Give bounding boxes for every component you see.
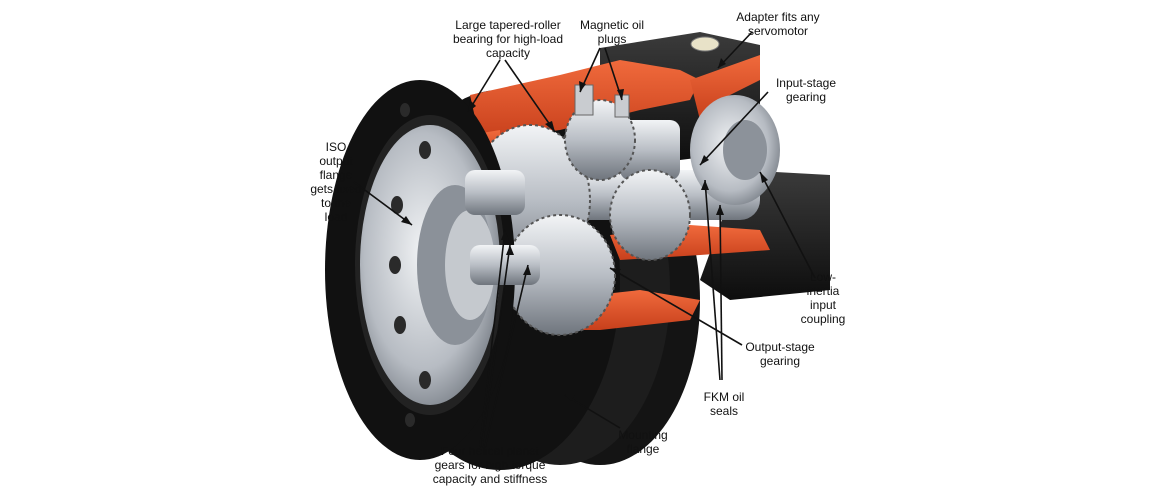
label-iso-flange: ISO output flange gets fixed to the load — [310, 140, 362, 224]
label-bearing: Large tapered-roller bearing for high-lo… — [452, 18, 564, 60]
leader-planet-1 — [484, 264, 529, 448]
leader-mounting — [564, 394, 621, 429]
leader-fkm-2 — [719, 204, 723, 381]
label-planet-gears: Four helical planet gears for high torqu… — [432, 444, 548, 486]
label-mounting-flange: Mounting flange — [618, 428, 668, 456]
leader-planet-2 — [481, 244, 511, 448]
leader-fkm-1 — [704, 179, 721, 381]
leader-iso-flange — [353, 181, 413, 226]
label-input-stage: Input-stage gearing — [775, 76, 837, 104]
leader-arrowheads — [401, 58, 768, 401]
label-output-stage: Output-stage gearing — [745, 340, 815, 368]
leader-bearing-1 — [467, 59, 501, 113]
output-flange — [325, 80, 540, 460]
leader-low-inertia — [759, 171, 816, 279]
label-low-inertia: Low- inertia input coupling — [800, 270, 846, 326]
label-adapter: Adapter fits any servomotor — [736, 10, 820, 38]
leader-input-stage — [699, 91, 769, 166]
leader-output-stage — [609, 267, 743, 346]
leader-bearing-2 — [504, 59, 556, 133]
leader-planet-3 — [479, 229, 506, 448]
label-magnetic-plugs: Magnetic oil plugs — [579, 18, 645, 46]
label-fkm-seals: FKM oil seals — [703, 390, 745, 418]
